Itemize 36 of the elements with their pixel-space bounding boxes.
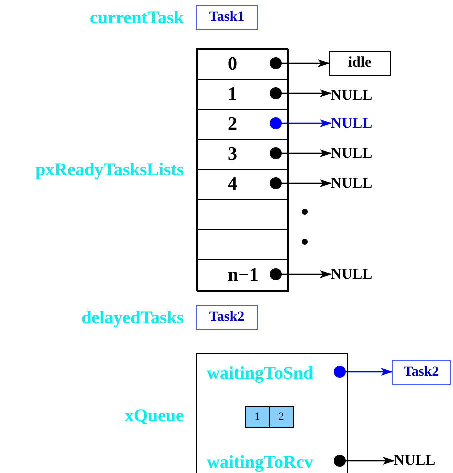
- queue-slot: 2: [269, 406, 294, 428]
- pointer-arrow: [270, 178, 332, 190]
- queue-slot: 1: [245, 406, 270, 428]
- variable-name: pxReadyTasksLists: [36, 159, 184, 180]
- pointer-arrow: [270, 88, 332, 100]
- task-box: Task1: [196, 5, 258, 30]
- variable-name: xQueue: [124, 405, 184, 426]
- array-cell: 2: [197, 109, 289, 140]
- array-cell: n−1: [197, 259, 289, 292]
- task-box: idle: [329, 51, 391, 76]
- null-label: NULL: [331, 86, 383, 106]
- field-name: waitingToSnd: [207, 361, 335, 385]
- pointer-arrow: [270, 148, 332, 160]
- pointer-arrow: [334, 455, 395, 467]
- array-cell: 4: [197, 169, 289, 200]
- variable-name: currentTask: [90, 7, 184, 28]
- array-cell: [197, 199, 289, 230]
- task-box: Task2: [196, 305, 258, 330]
- pointer-arrow: [270, 58, 330, 70]
- array-cell: 0: [197, 49, 289, 80]
- null-label: NULL: [394, 451, 446, 471]
- null-label: NULL: [331, 174, 383, 194]
- array-cell: [197, 229, 289, 260]
- field-name: waitingToRcv: [207, 450, 335, 473]
- array-box: [196, 48, 288, 291]
- variable-name: delayedTasks: [82, 307, 184, 328]
- null-label: NULL: [331, 114, 383, 134]
- array-cell: 3: [197, 139, 289, 170]
- pointer-arrow: [270, 268, 332, 280]
- task-box: Task2: [392, 360, 451, 385]
- queue-box: [196, 353, 348, 473]
- pointer-arrow: [334, 366, 393, 378]
- null-label: NULL: [331, 265, 383, 285]
- array-cell: 1: [197, 79, 289, 110]
- pointer-arrow: [270, 118, 332, 130]
- null-label: NULL: [331, 144, 383, 164]
